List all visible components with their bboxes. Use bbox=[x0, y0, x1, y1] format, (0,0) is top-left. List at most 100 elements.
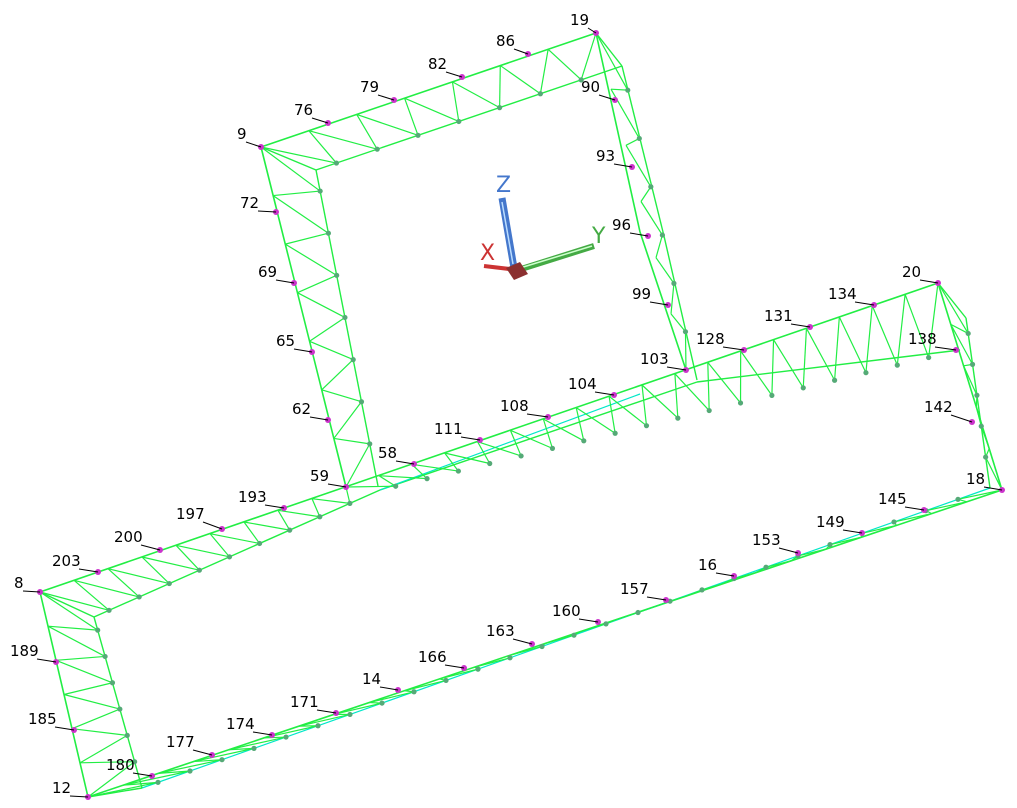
web-node[interactable] bbox=[287, 528, 292, 533]
web-node[interactable] bbox=[675, 416, 680, 421]
web-node[interactable] bbox=[379, 700, 384, 705]
web-node[interactable] bbox=[367, 441, 372, 446]
web-node[interactable] bbox=[475, 667, 480, 672]
web-node[interactable] bbox=[415, 133, 420, 138]
web-node[interactable] bbox=[351, 357, 356, 362]
web-node[interactable] bbox=[106, 608, 111, 613]
web-node[interactable] bbox=[966, 331, 971, 336]
web-node[interactable] bbox=[637, 136, 642, 141]
web-node[interactable] bbox=[507, 655, 512, 660]
web-node[interactable] bbox=[251, 746, 256, 751]
web-node[interactable] bbox=[832, 378, 837, 383]
web-node[interactable] bbox=[738, 400, 743, 405]
web-node[interactable] bbox=[227, 554, 232, 559]
web-node[interactable] bbox=[518, 453, 523, 458]
web-node[interactable] bbox=[342, 315, 347, 320]
web-node[interactable] bbox=[117, 706, 122, 711]
web-node[interactable] bbox=[979, 424, 984, 429]
web-node[interactable] bbox=[393, 484, 398, 489]
chord-member bbox=[596, 33, 640, 232]
web-node[interactable] bbox=[347, 712, 352, 717]
web-node[interactable] bbox=[102, 654, 107, 659]
web-node[interactable] bbox=[769, 393, 774, 398]
web-node[interactable] bbox=[671, 281, 676, 286]
web-node[interactable] bbox=[707, 408, 712, 413]
web-node[interactable] bbox=[167, 581, 172, 586]
web-node[interactable] bbox=[538, 91, 543, 96]
web-member bbox=[580, 624, 606, 632]
truss-member bbox=[938, 283, 966, 318]
web-node[interactable] bbox=[801, 385, 806, 390]
web-node[interactable] bbox=[95, 628, 100, 633]
label-leader bbox=[37, 659, 56, 662]
web-node[interactable] bbox=[644, 423, 649, 428]
web-member bbox=[278, 510, 320, 516]
web-member bbox=[685, 332, 686, 370]
web-node[interactable] bbox=[197, 568, 202, 573]
label-leader bbox=[843, 530, 862, 533]
web-node[interactable] bbox=[334, 273, 339, 278]
web-node[interactable] bbox=[456, 119, 461, 124]
web-node[interactable] bbox=[970, 362, 975, 367]
web-node[interactable] bbox=[635, 610, 640, 615]
web-member bbox=[312, 499, 320, 517]
web-node[interactable] bbox=[863, 370, 868, 375]
web-node[interactable] bbox=[424, 476, 429, 481]
web-node[interactable] bbox=[443, 678, 448, 683]
web-node[interactable] bbox=[497, 105, 502, 110]
web-node[interactable] bbox=[219, 757, 224, 762]
web-node[interactable] bbox=[763, 565, 768, 570]
web-node[interactable] bbox=[539, 644, 544, 649]
web-node[interactable] bbox=[318, 188, 323, 193]
web-node[interactable] bbox=[581, 438, 586, 443]
web-node[interactable] bbox=[456, 468, 461, 473]
web-member bbox=[405, 98, 459, 121]
label-leader bbox=[380, 687, 398, 690]
web-node[interactable] bbox=[926, 355, 931, 360]
web-node[interactable] bbox=[983, 454, 988, 459]
web-member bbox=[452, 82, 499, 108]
label-leader bbox=[141, 545, 160, 550]
web-node[interactable] bbox=[125, 733, 130, 738]
web-node[interactable] bbox=[326, 231, 331, 236]
web-node[interactable] bbox=[683, 329, 688, 334]
web-node[interactable] bbox=[550, 446, 555, 451]
web-member bbox=[475, 658, 510, 667]
web-node[interactable] bbox=[317, 514, 322, 519]
web-node[interactable] bbox=[827, 542, 832, 547]
web-node[interactable] bbox=[315, 723, 320, 728]
web-node[interactable] bbox=[187, 768, 192, 773]
web-node[interactable] bbox=[613, 431, 618, 436]
web-node[interactable] bbox=[648, 184, 653, 189]
web-node[interactable] bbox=[625, 88, 630, 93]
web-node[interactable] bbox=[571, 633, 576, 638]
web-member bbox=[299, 714, 350, 726]
truss-member bbox=[261, 147, 316, 170]
web-node[interactable] bbox=[155, 780, 160, 785]
web-node[interactable] bbox=[375, 147, 380, 152]
web-node[interactable] bbox=[699, 587, 704, 592]
web-node[interactable] bbox=[411, 689, 416, 694]
web-node[interactable] bbox=[334, 160, 339, 165]
web-node[interactable] bbox=[347, 501, 352, 506]
web-node[interactable] bbox=[487, 461, 492, 466]
label-leader bbox=[317, 710, 336, 713]
web-node[interactable] bbox=[257, 541, 262, 546]
web-node[interactable] bbox=[974, 393, 979, 398]
web-node[interactable] bbox=[660, 232, 665, 237]
web-node[interactable] bbox=[359, 399, 364, 404]
web-member bbox=[548, 49, 581, 80]
web-node[interactable] bbox=[283, 734, 288, 739]
web-node[interactable] bbox=[137, 594, 142, 599]
web-node[interactable] bbox=[891, 519, 896, 524]
label-leader bbox=[595, 392, 614, 395]
label-leader bbox=[630, 233, 648, 236]
web-node[interactable] bbox=[895, 363, 900, 368]
web-node[interactable] bbox=[110, 680, 115, 685]
web-member bbox=[596, 33, 628, 90]
web-node[interactable] bbox=[955, 497, 960, 502]
web-node[interactable] bbox=[603, 621, 608, 626]
label-leader bbox=[203, 522, 222, 529]
